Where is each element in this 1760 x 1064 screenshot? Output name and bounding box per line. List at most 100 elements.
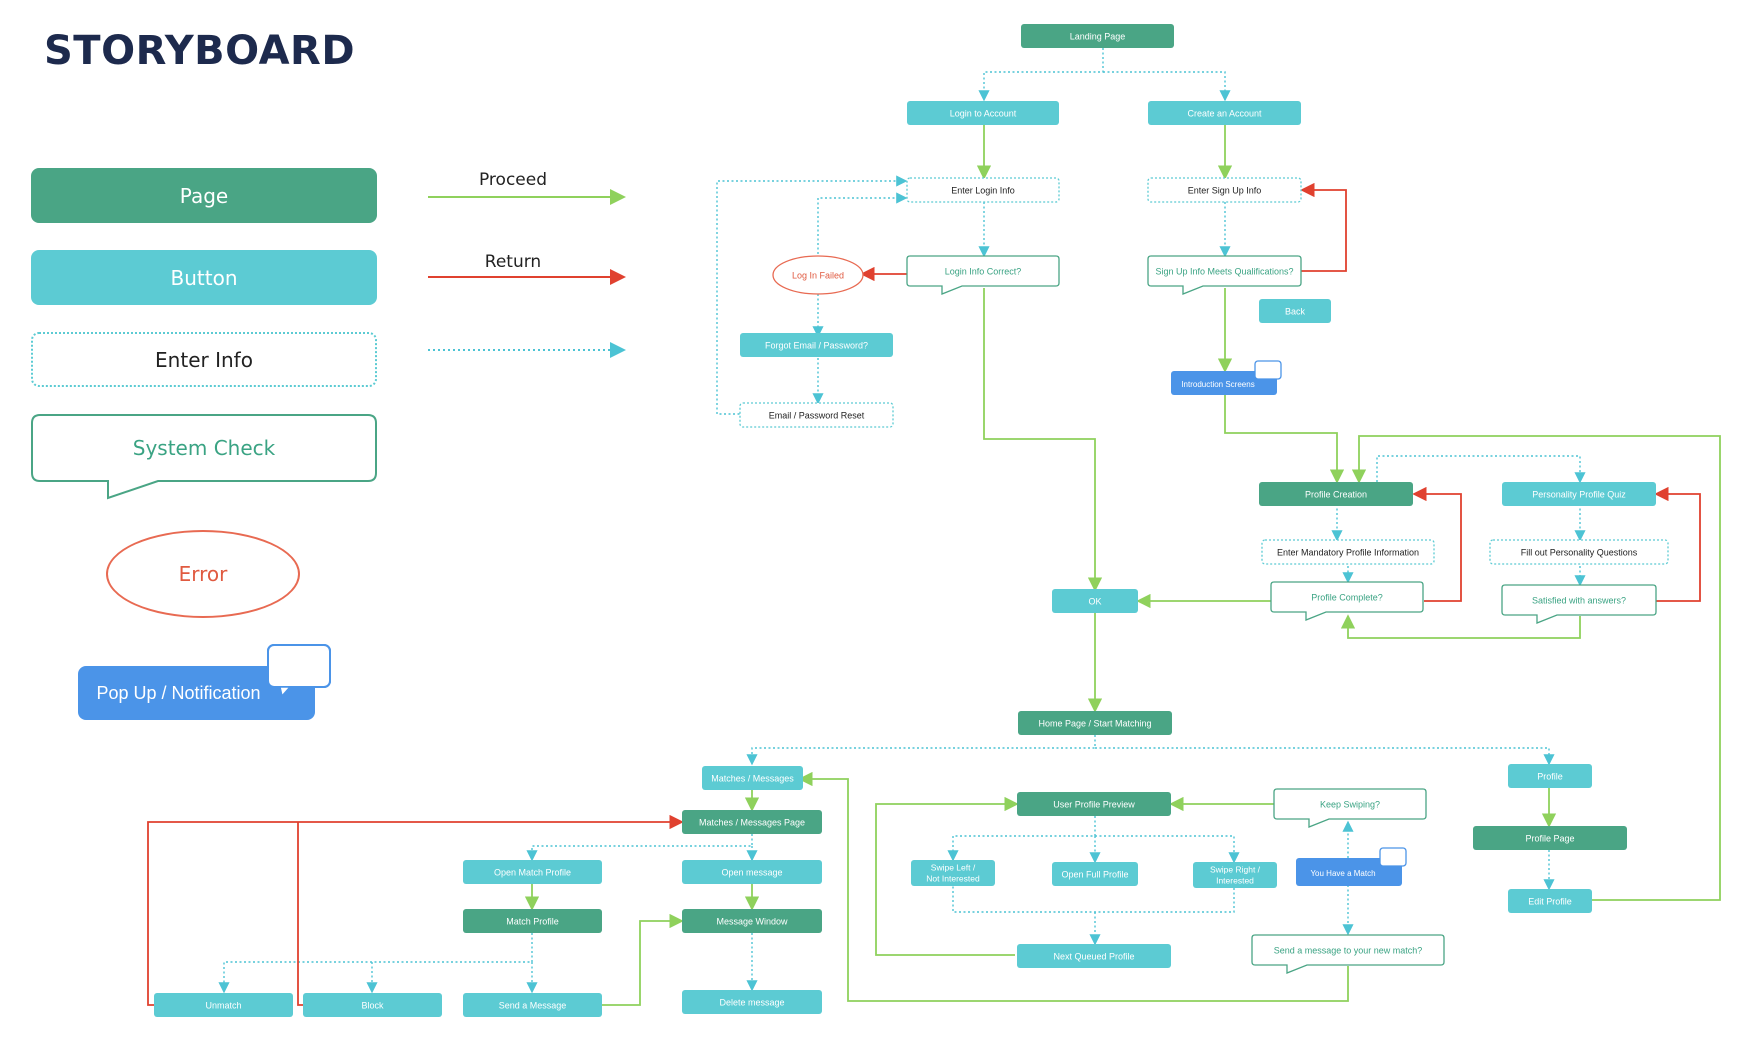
edge-creation-quiz [1376,455,1586,484]
node-open-message[interactable] [682,860,822,884]
node-profile-creation-label: Profile Creation [1305,489,1367,499]
edge-home-matches [746,735,1096,766]
node-login-correct-check-label: Login Info Correct? [945,266,1022,276]
node-back[interactable] [1259,299,1331,323]
node-open-match-profile-label: Open Match Profile [494,867,571,877]
edge-complete-return [1412,486,1462,602]
node-next-queued-profile[interactable] [1017,944,1171,968]
node-create-account[interactable] [1148,101,1301,125]
node-send-a-message-label: Send a Message [499,1000,567,1010]
edge-signup-return [1300,182,1347,272]
node-back-label: Back [1285,306,1306,316]
node-user-profile-preview[interactable] [1017,792,1171,816]
node-home-start-matching-label: Home Page / Start Matching [1038,718,1151,728]
node-matches-messages-page[interactable] [682,810,822,834]
node-enter-signup-info[interactable] [1147,177,1302,203]
node-landing-page[interactable] [1021,24,1174,48]
node-you-have-a-match [1296,847,1407,886]
node-fill-personality-questions[interactable] [1489,539,1669,565]
node-message-window[interactable] [682,909,822,933]
node-send-a-message[interactable] [463,993,602,1017]
node-ok[interactable] [1052,589,1138,613]
node-profile-complete-check-label: Profile Complete? [1311,592,1383,602]
node-profile-creation[interactable] [1259,482,1413,506]
node-block[interactable] [303,993,442,1017]
node-match-profile-label: Match Profile [506,916,559,926]
edge-sendnew-matches [798,771,1349,1002]
edge-landing-login [978,48,1104,102]
node-enter-login-info-label: Enter Login Info [951,185,1015,195]
legend-arrows [428,189,626,358]
edge-send-window [602,913,684,1006]
node-forgot-email-password[interactable] [740,333,893,357]
node-email-password-reset[interactable] [739,402,894,428]
node-delete-message[interactable] [682,990,822,1014]
node-create-account-label: Create an Account [1187,108,1262,118]
node-match-profile[interactable] [463,909,602,933]
node-login-failed-error-label: Log In Failed [792,270,844,280]
node-introduction-screens-label: Introduction Screens [1181,380,1254,389]
edge-next-preview [875,796,1019,956]
node-personality-quiz[interactable] [1502,482,1656,506]
node-swipe-right[interactable] [1193,862,1277,888]
node-home-start-matching[interactable] [1018,711,1172,735]
node-keep-swiping-check [1273,788,1427,828]
node-block-label: Block [361,1000,384,1010]
node-message-window-label: Message Window [716,916,788,926]
node-edit-profile[interactable] [1508,889,1592,913]
edge-preview-right [1095,835,1240,864]
edge-swipe-join [952,882,1235,913]
node-swipe-left-label-line1: Swipe Left / [931,862,976,872]
edge-failed-retry [817,192,908,254]
node-profile-page[interactable] [1473,826,1627,850]
legend-error-ellipse: Error [106,530,300,618]
edge-satisfied-return [1654,486,1701,602]
node-signup-qualifications-check [1147,255,1302,295]
node-enter-mandatory-info[interactable] [1261,539,1435,565]
node-profile-page-label: Profile Page [1525,833,1574,843]
edge-mpage-openmatch [526,834,753,862]
node-swipe-left[interactable] [911,860,995,886]
node-profile[interactable] [1508,764,1592,788]
node-satisfied-check-label: Satisfied with answers? [1532,595,1626,605]
node-unmatch-label: Unmatch [205,1000,241,1010]
legend-proceed-label: Proceed [478,170,548,190]
node-edit-profile-label: Edit Profile [1528,896,1572,906]
legend-popup-label: Pop Up / Notification [96,682,261,703]
node-landing-page-label: Landing Page [1070,31,1126,41]
node-swipe-left-label-line2: Not Interested [926,873,980,883]
node-next-queued-profile-label: Next Queued Profile [1053,951,1134,961]
legend-return-label: Return [484,252,542,272]
edge-intro-creation [1224,394,1345,484]
node-login-to-account[interactable] [907,101,1059,125]
edge-matchprofile-unmatch [218,933,533,994]
node-unmatch[interactable] [154,993,293,1017]
node-matches-messages-page-label: Matches / Messages Page [699,817,805,827]
node-satisfied-check [1501,584,1657,624]
node-keep-swiping-check-label: Keep Swiping? [1320,799,1380,809]
legend-system-check-bubble [31,414,377,500]
node-open-match-profile[interactable] [463,860,602,884]
edge-reset-login [716,175,908,415]
edge-login-ok [983,288,1103,592]
node-you-have-a-match-label: You Have a Match [1310,869,1375,878]
node-ok-label: OK [1088,596,1101,606]
node-open-full-profile[interactable] [1052,862,1138,886]
node-send-message-new-match-check [1251,934,1445,974]
node-open-message-label: Open message [721,867,782,877]
node-enter-mandatory-info-label: Enter Mandatory Profile Information [1277,547,1419,557]
edge-unmatch-return [147,814,684,1006]
legend-popup-overlay [267,644,331,698]
edge-satisfied-complete [1340,614,1581,639]
node-matches-messages[interactable] [702,766,803,790]
legend-enter-info-swatch: Enter Info [31,332,377,387]
node-open-full-profile-label: Open Full Profile [1061,869,1128,879]
node-send-message-new-match-check-label: Send a message to your new match? [1274,945,1423,955]
node-enter-login-info[interactable] [906,177,1060,203]
node-forgot-email-password-label: Forgot Email / Password? [765,340,868,350]
edge-landing-create [1103,71,1231,102]
node-login-failed-error [772,255,864,295]
edge-home-profile [1095,747,1555,766]
